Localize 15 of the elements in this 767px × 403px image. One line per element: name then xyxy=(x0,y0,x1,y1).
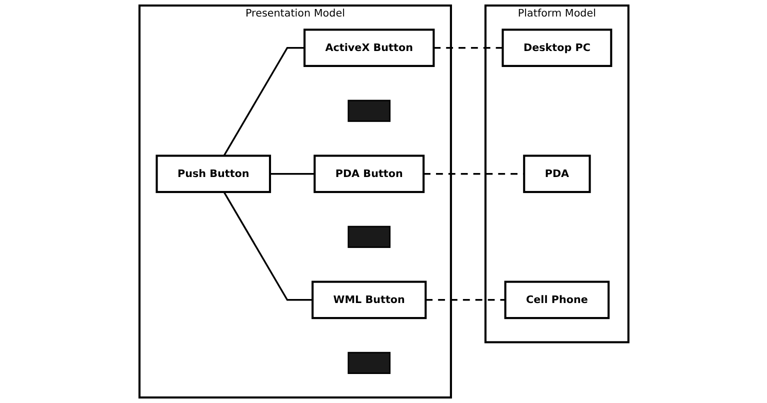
connector xyxy=(222,192,312,301)
connector xyxy=(425,299,505,301)
connector xyxy=(222,46,304,156)
connector xyxy=(270,173,314,175)
node-box xyxy=(347,100,390,122)
node-box: Desktop PC xyxy=(501,28,612,67)
node-box xyxy=(347,352,390,374)
node-box: Cell Phone xyxy=(504,280,610,320)
node-box: ActiveX Button xyxy=(303,28,434,67)
node-box: WML Button xyxy=(311,280,426,320)
node-box xyxy=(347,226,390,248)
connector xyxy=(433,46,502,49)
node-box: Push Button xyxy=(155,154,271,194)
node-box: PDA Button xyxy=(313,154,424,194)
node-box: PDA xyxy=(522,154,590,194)
